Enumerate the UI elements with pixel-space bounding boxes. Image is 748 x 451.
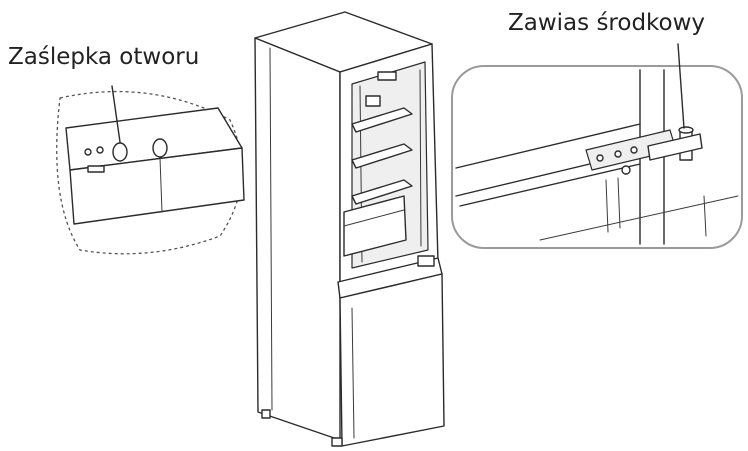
hinge-screw-1 — [596, 154, 604, 162]
freezer-edge — [351, 307, 355, 439]
hole-cap-label: Zaślepka otworu — [8, 44, 200, 70]
leader-hole-cap — [111, 85, 121, 143]
center-hinge-label: Zawias środkowy — [508, 10, 706, 36]
hole-cap-plug-2 — [152, 138, 168, 158]
detail-rail-1 — [455, 123, 641, 169]
foot-left — [261, 409, 271, 419]
detail-rail-3 — [459, 163, 641, 207]
freezer-front — [339, 273, 445, 447]
top-fitting — [377, 71, 397, 81]
detail-bracket — [87, 165, 105, 173]
detail-drop-2 — [617, 177, 621, 229]
crisper-drawer — [343, 195, 407, 257]
fridge — [254, 11, 445, 447]
shelf-1 — [351, 107, 413, 133]
hole-2 — [96, 146, 104, 154]
shelf-3 — [351, 179, 413, 205]
detail-base-line — [539, 195, 739, 241]
hole-1 — [84, 148, 92, 156]
light-housing — [365, 95, 381, 107]
hinge-pin-cap — [678, 126, 694, 134]
detail-drop-3 — [703, 195, 707, 237]
hinge-screw-2 — [614, 150, 622, 158]
detail-seam — [159, 157, 163, 213]
hinge-screw-3 — [630, 146, 638, 154]
detail-front-panel — [69, 147, 245, 225]
fridge-side-panel — [254, 37, 341, 441]
hinge-bolt — [621, 165, 631, 175]
hole-cap-detail — [56, 85, 245, 255]
hinge-arm — [647, 133, 703, 161]
crisper-lip — [343, 209, 405, 227]
side-edge-line — [269, 47, 273, 411]
center-hinge-detail — [451, 43, 743, 249]
foot-front — [331, 437, 343, 447]
leader-center-hinge — [677, 43, 685, 129]
detail-drop-1 — [605, 179, 609, 233]
shelf-2 — [351, 143, 413, 169]
hole-cap-plug — [112, 142, 128, 162]
middle-hinge-mark — [417, 255, 435, 267]
cavity-back-right — [419, 69, 422, 247]
